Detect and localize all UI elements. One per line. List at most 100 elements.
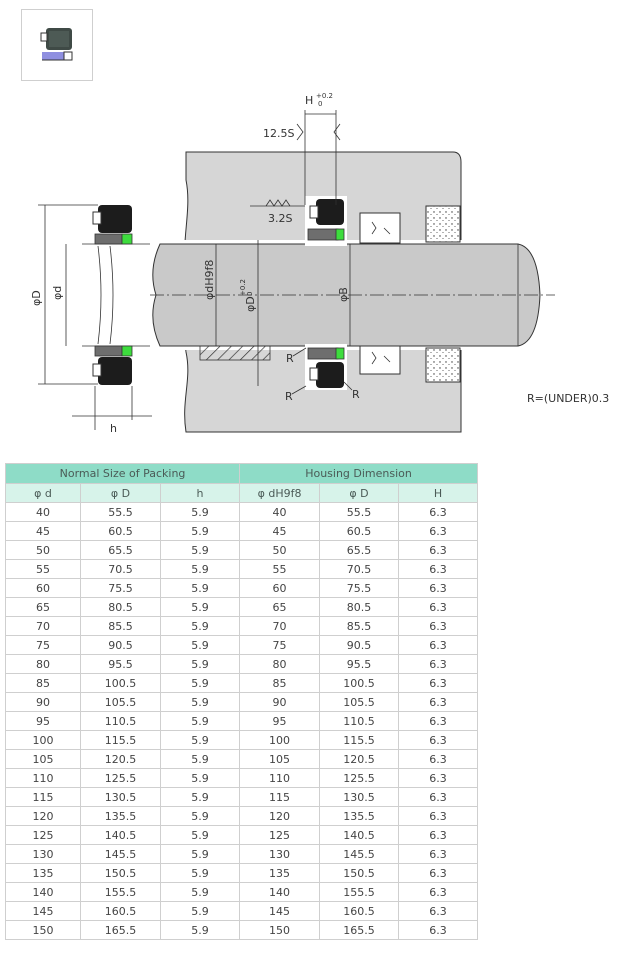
table-cell: 85.5	[80, 616, 161, 636]
table-cell: 5.9	[159, 502, 241, 522]
table-cell: 130	[239, 844, 321, 864]
table-cell: 5.9	[159, 654, 241, 674]
table-cell: 6.3	[398, 920, 479, 940]
table-cell: 80.5	[319, 597, 400, 617]
table-cell: 145.5	[80, 844, 161, 864]
table-cell: 5.9	[159, 692, 241, 712]
table-cell: 6.3	[398, 521, 479, 541]
table-cell: 70.5	[319, 559, 400, 579]
table-cell: 5.9	[159, 825, 241, 845]
table-cell: 6.3	[398, 597, 479, 617]
table-cell: 6.3	[398, 654, 479, 674]
table-cell: 155.5	[319, 882, 400, 902]
table-cell: 95.5	[319, 654, 400, 674]
table-cell: 65.5	[80, 540, 161, 560]
table-cell: 6.3	[398, 806, 479, 826]
col-header: φ d	[5, 483, 81, 503]
table-cell: 6.3	[398, 787, 479, 807]
table-cell: 165.5	[319, 920, 400, 940]
table-cell: 160.5	[80, 901, 161, 921]
table-cell: 110.5	[319, 711, 400, 731]
table-cell: 40	[239, 502, 321, 522]
table-cell: 6.3	[398, 692, 479, 712]
table-cell: 115.5	[80, 730, 161, 750]
table-cell: 160.5	[319, 901, 400, 921]
table-cell: 150.5	[319, 863, 400, 883]
table-cell: 85	[5, 673, 81, 693]
table-cell: 5.9	[159, 920, 241, 940]
table-cell: 90	[239, 692, 321, 712]
table-cell: 150	[239, 920, 321, 940]
wiper-upper	[359, 212, 401, 244]
table-cell: 5.9	[159, 711, 241, 731]
table-cell: 140.5	[319, 825, 400, 845]
table-cell: 80.5	[80, 597, 161, 617]
table-cell: 100.5	[80, 673, 161, 693]
label-H-tol-upper: +0.2	[316, 92, 333, 100]
table-cell: 100	[5, 730, 81, 750]
table-cell: 90	[5, 692, 81, 712]
table-cell: 6.3	[398, 844, 479, 864]
table-cell: 5.9	[159, 787, 241, 807]
table-cell: 5.9	[159, 730, 241, 750]
table-cell: 145.5	[319, 844, 400, 864]
table-cell: 95	[239, 711, 321, 731]
table-cell: 85	[239, 673, 321, 693]
label-finish-12-5: 12.5S	[263, 127, 294, 140]
table-cell: 50	[239, 540, 321, 560]
table-cell: 75	[5, 635, 81, 655]
table-cell: 135.5	[80, 806, 161, 826]
table-cell: 6.3	[398, 711, 479, 731]
table-cell: 5.9	[159, 673, 241, 693]
table-cell: 115.5	[319, 730, 400, 750]
table-cell: 6.3	[398, 768, 479, 788]
table-cell: 6.3	[398, 749, 479, 769]
table-cell: 6.3	[398, 901, 479, 921]
label-finish-3-2: 3.2S	[268, 212, 292, 225]
table-cell: 6.3	[398, 578, 479, 598]
seal-thumbnail-icon	[40, 28, 73, 61]
seal-thumbnail	[21, 9, 93, 81]
table-cell: 70.5	[80, 559, 161, 579]
seal-upper	[307, 199, 345, 241]
table-cell: 60	[5, 578, 81, 598]
table-cell: 5.9	[159, 521, 241, 541]
table-cell: 45	[239, 521, 321, 541]
surface-finish-icon	[296, 123, 341, 141]
table-cell: 5.9	[159, 597, 241, 617]
col-header: h	[159, 483, 241, 503]
label-D: φD	[30, 290, 43, 306]
table-cell: 40	[5, 502, 81, 522]
table-cell: 55	[5, 559, 81, 579]
table-cell: 145	[5, 901, 81, 921]
table-cell: 140	[5, 882, 81, 902]
table-cell: 50	[5, 540, 81, 560]
table-cell: 6.3	[398, 559, 479, 579]
table-cell: 5.9	[159, 806, 241, 826]
table-cell: 115	[239, 787, 321, 807]
label-D-housing: φD	[244, 296, 257, 312]
col-header: φ dH9f8	[239, 483, 321, 503]
table-cell: 6.3	[398, 730, 479, 750]
table-cell: 95.5	[80, 654, 161, 674]
table-cell: 140	[239, 882, 321, 902]
label-R-3: R	[352, 388, 360, 401]
table-cell: 75.5	[319, 578, 400, 598]
table-cell: 130	[5, 844, 81, 864]
dimension-table: Normal Size of Packing Housing Dimension…	[4, 463, 479, 940]
table-cell: 135	[5, 863, 81, 883]
